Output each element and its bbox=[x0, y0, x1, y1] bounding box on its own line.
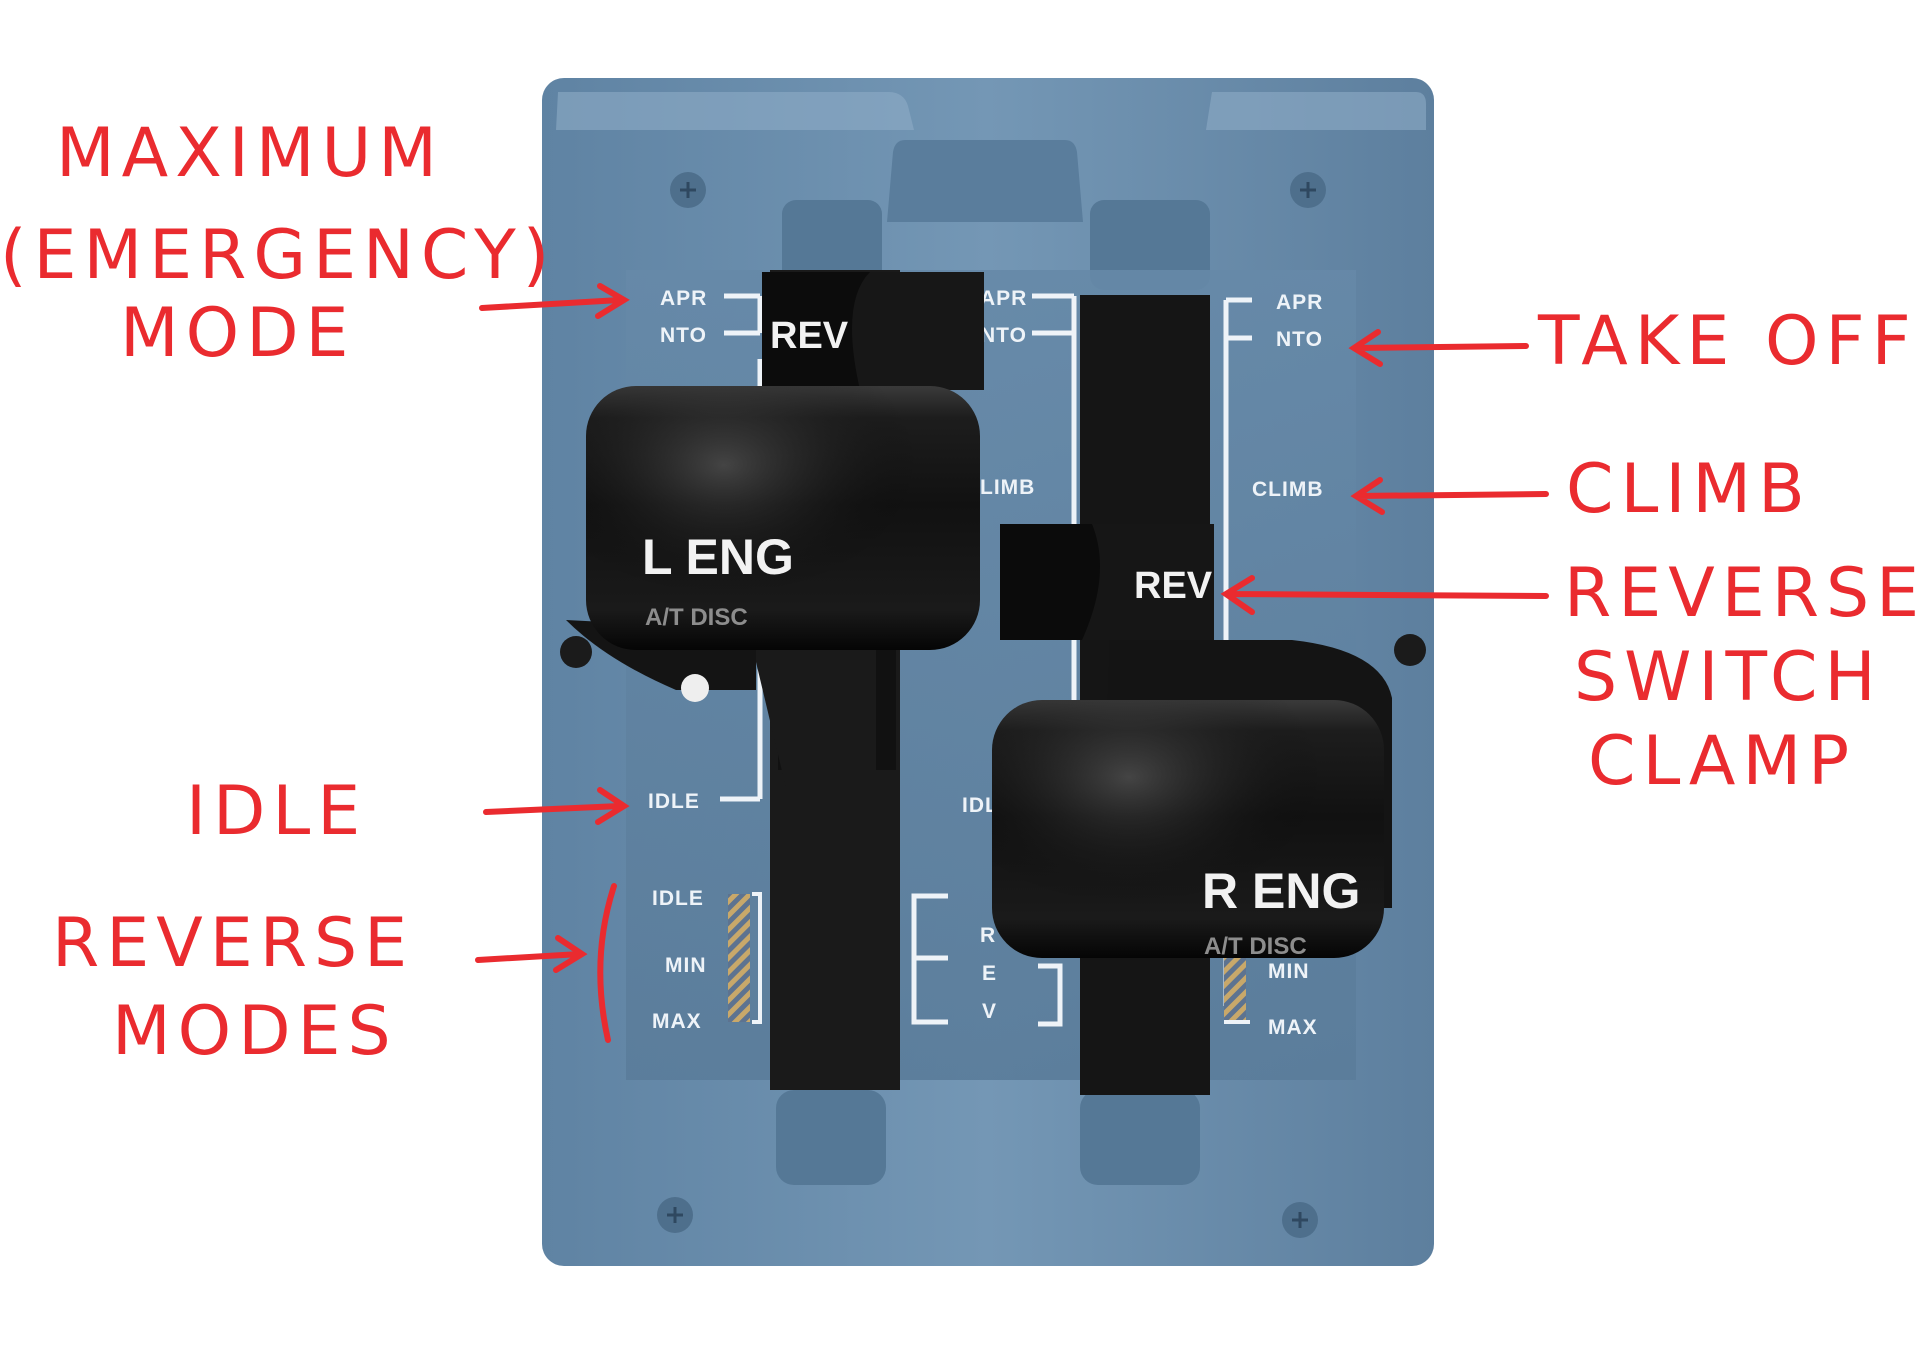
annotation-reverse-line1: REVERSE bbox=[1564, 554, 1920, 633]
left-engine-label: L ENG bbox=[642, 529, 794, 585]
right-scale-climb: CLIMB bbox=[1252, 478, 1324, 501]
screw-icon bbox=[1282, 1202, 1318, 1238]
center-scale-nto: NTO bbox=[980, 324, 1027, 347]
left-at-disc-label: A/T DISC bbox=[645, 604, 748, 631]
left-scale: APR NTO IDLE IDLE MIN MAX bbox=[648, 287, 763, 1033]
annotation-take-off: TAKE OFF bbox=[1537, 302, 1918, 381]
right-at-disc-label: A/T DISC bbox=[1204, 933, 1307, 960]
right-scale-apr: APR bbox=[1276, 291, 1323, 314]
right-rev-label: REV bbox=[1134, 565, 1213, 607]
right-rev-clamp[interactable]: REV bbox=[1000, 524, 1214, 640]
left-rev-clamp[interactable]: REV bbox=[762, 272, 984, 390]
center-scale-climb: LIMB bbox=[980, 476, 1035, 499]
right-engine-label: R ENG bbox=[1202, 863, 1360, 919]
side-pivot-icon bbox=[560, 634, 1426, 668]
right-engine-knob[interactable]: R ENG A/T DISC bbox=[992, 700, 1384, 960]
annotation-clamp-line3: CLAMP bbox=[1588, 722, 1856, 801]
left-scale-rev-max: MAX bbox=[652, 1010, 702, 1033]
annotations bbox=[475, 283, 1549, 1043]
annotation-labels: MAXIMUM (EMERGENCY) MODE TAKE OFF CLIMB … bbox=[0, 114, 1920, 1071]
right-scale: APR NTO CLIMB MIN MAX bbox=[1223, 291, 1324, 1039]
left-rev-label: REV bbox=[770, 315, 849, 357]
annotation-maximum-line3: MODE bbox=[120, 294, 356, 373]
right-scale-rev-min: MIN bbox=[1268, 960, 1310, 983]
center-scale-rev-v: V bbox=[982, 1000, 997, 1023]
right-scale-rev-max: MAX bbox=[1268, 1016, 1318, 1039]
panel-screws bbox=[560, 172, 1426, 1238]
left-scale-rev-min: MIN bbox=[665, 954, 707, 977]
right-engine-lever[interactable]: REV R ENG A/T DISC bbox=[992, 524, 1392, 960]
screw-icon bbox=[657, 1197, 693, 1233]
screw-icon bbox=[1290, 172, 1326, 208]
annotation-switch-line2: SWITCH bbox=[1574, 638, 1883, 717]
annotation-maximum-line2: (EMERGENCY) bbox=[0, 216, 556, 295]
right-scale-nto: NTO bbox=[1276, 328, 1323, 351]
left-scale-rev-idle: IDLE bbox=[652, 887, 704, 910]
left-engine-knob[interactable]: L ENG A/T DISC bbox=[586, 386, 980, 650]
screw-icon bbox=[670, 172, 706, 208]
left-engine-lever[interactable]: REV L ENG A/T DISC bbox=[566, 272, 984, 788]
annotation-idle: IDLE bbox=[186, 772, 367, 851]
right-reverse-hatch bbox=[1224, 956, 1246, 1022]
annotation-climb: CLIMB bbox=[1566, 450, 1812, 529]
center-scale-apr: APR bbox=[980, 287, 1027, 310]
annotation-maximum-line1: MAXIMUM bbox=[56, 114, 444, 193]
left-scale-nto: NTO bbox=[660, 324, 707, 347]
center-scale-rev-e: E bbox=[982, 962, 997, 985]
left-scale-idle: IDLE bbox=[648, 790, 700, 813]
center-scale: APR NTO LIMB IDL R E V bbox=[911, 287, 1077, 1027]
left-reverse-hatch bbox=[728, 894, 750, 1022]
annotation-reverse-modes-line2: MODES bbox=[112, 992, 398, 1071]
annotation-reverse-modes-line1: REVERSE bbox=[52, 904, 414, 983]
center-scale-idle: IDL bbox=[962, 794, 999, 817]
left-scale-apr: APR bbox=[660, 287, 707, 310]
center-scale-rev-r: R bbox=[980, 924, 996, 947]
